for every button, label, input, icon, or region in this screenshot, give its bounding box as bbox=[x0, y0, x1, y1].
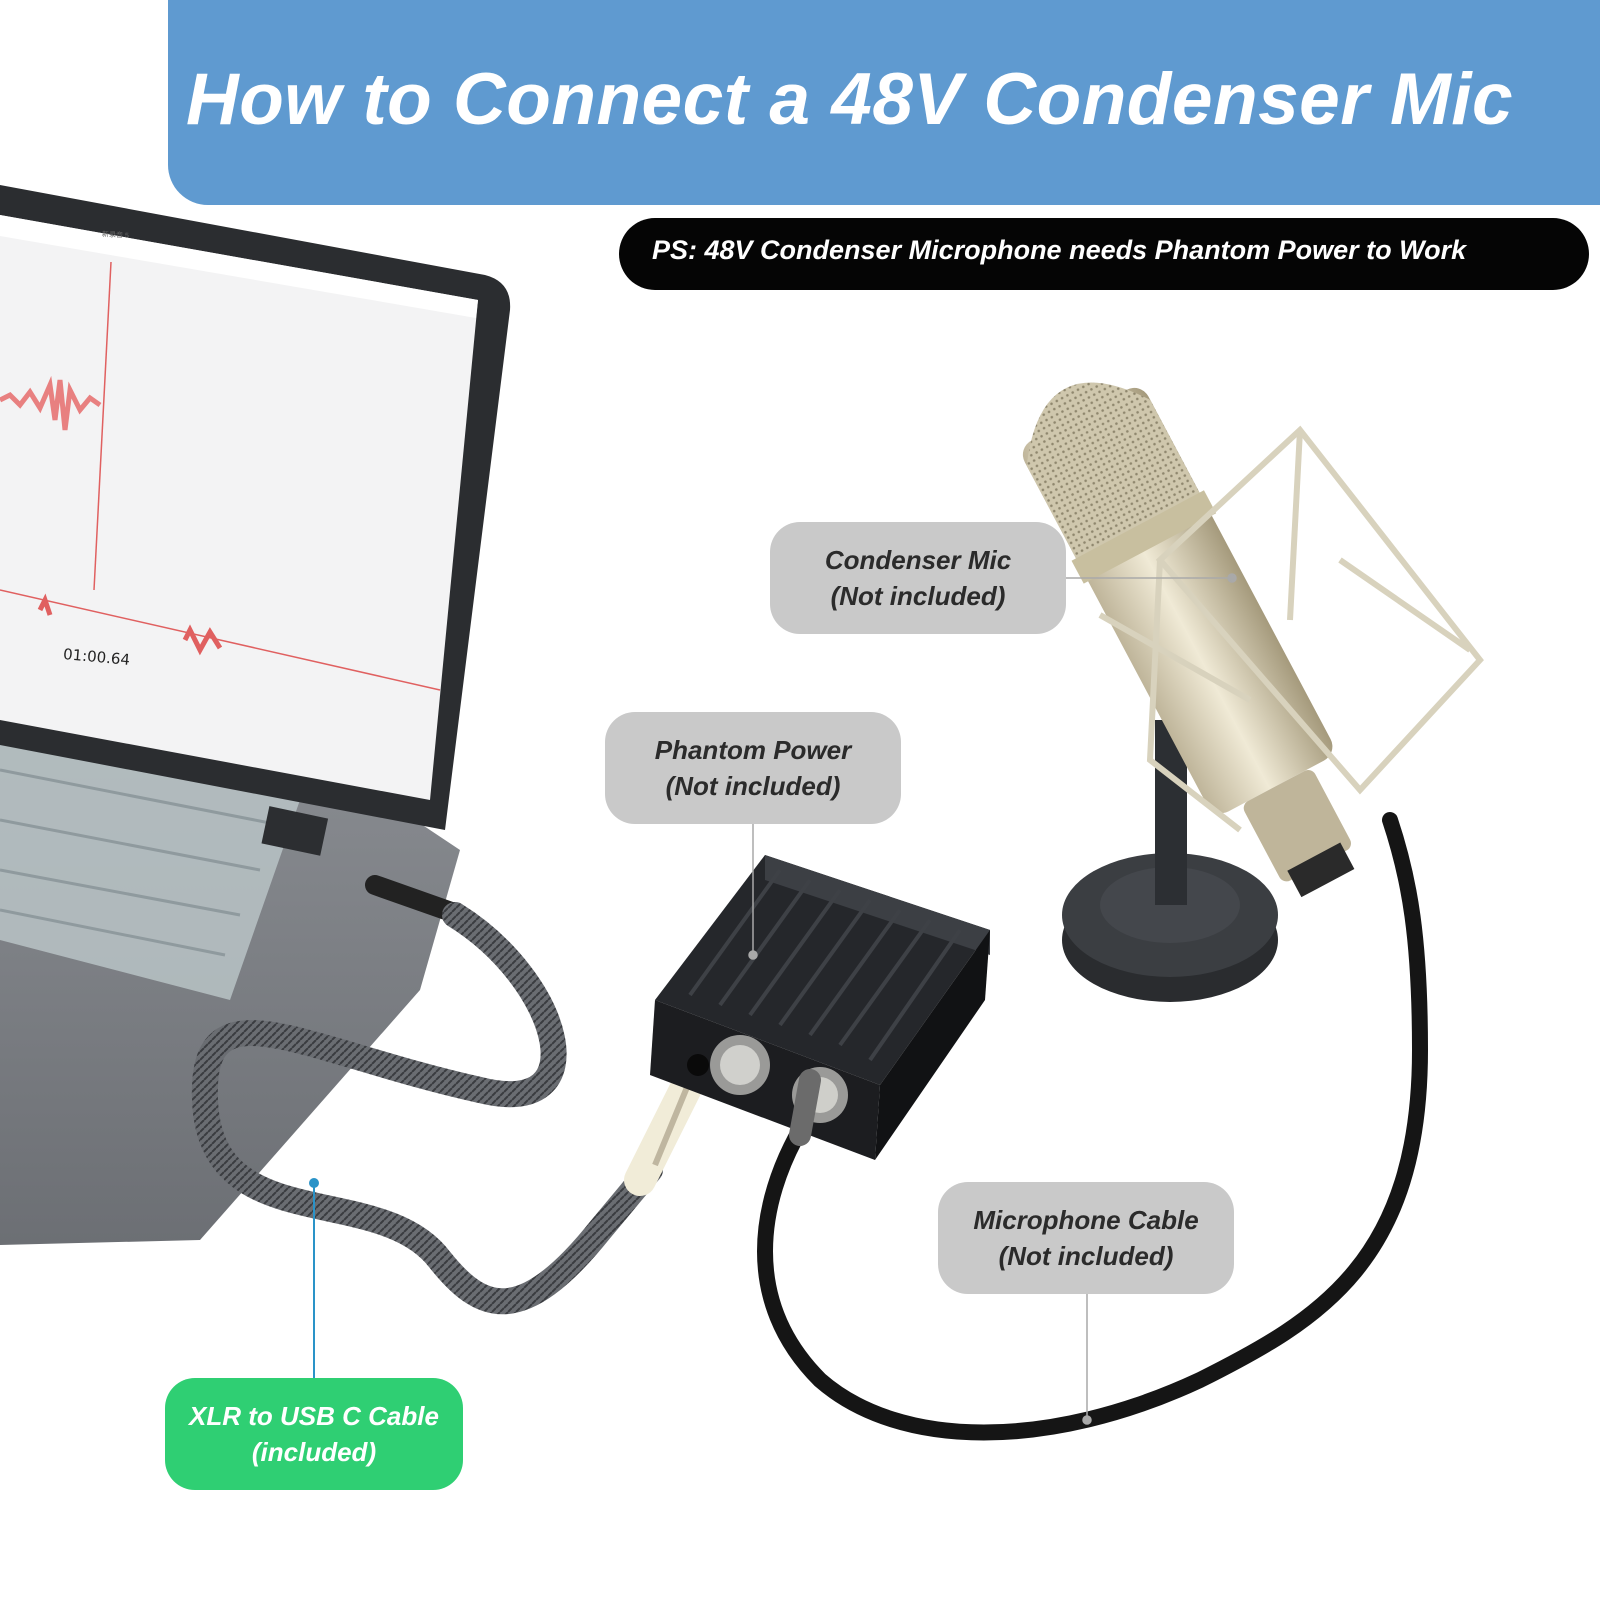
condenser-microphone bbox=[1022, 382, 1355, 898]
callout-phantom-power: Phantom Power (Not included) bbox=[605, 712, 901, 824]
microphone-cable bbox=[757, 812, 1429, 1441]
callout-phantom-power-line1: Phantom Power bbox=[654, 735, 852, 765]
page-title: How to Connect a 48V Condenser Mic bbox=[186, 59, 1514, 140]
note-pill bbox=[619, 218, 1589, 290]
phantom-power-note: PS: 48V Condenser Microphone needs Phant… bbox=[652, 235, 1467, 265]
callout-phantom-power-line2: (Not included) bbox=[665, 771, 841, 801]
callout-condenser-mic-line1: Condenser Mic bbox=[824, 545, 1012, 575]
touch-id bbox=[261, 806, 329, 856]
keyboard-cover bbox=[0, 740, 300, 1000]
audio-waveform bbox=[0, 261, 441, 691]
xlr-usb-cable bbox=[191, 902, 663, 1315]
callout-xlr-usb-cable-line1: XLR to USB C Cable bbox=[189, 1401, 439, 1431]
xlr-female-plug bbox=[789, 1069, 821, 1146]
laptop-display bbox=[0, 215, 478, 800]
callout-microphone-cable-line1: Microphone Cable bbox=[973, 1205, 1199, 1235]
callout-condenser-mic: Condenser Mic (Not included) bbox=[770, 522, 1066, 634]
laptop bbox=[0, 185, 511, 1245]
leader-lines bbox=[748, 573, 1237, 1425]
callout-microphone-cable: Microphone Cable (Not included) bbox=[938, 1182, 1234, 1294]
desk-stand bbox=[1062, 720, 1278, 1002]
xlr-leader-line bbox=[309, 1178, 319, 1378]
callout-xlr-usb-cable-line2: (included) bbox=[251, 1437, 377, 1467]
recording-title: 新录音 5 bbox=[101, 231, 129, 240]
callout-condenser-mic-line2: (Not included) bbox=[830, 581, 1006, 611]
shock-mount bbox=[1098, 425, 1484, 833]
title-banner bbox=[168, 0, 1600, 205]
callout-xlr-usb-cable: XLR to USB C Cable (included) bbox=[165, 1378, 463, 1490]
phantom-power-box bbox=[650, 855, 990, 1160]
callout-microphone-cable-line2: (Not included) bbox=[998, 1241, 1174, 1271]
